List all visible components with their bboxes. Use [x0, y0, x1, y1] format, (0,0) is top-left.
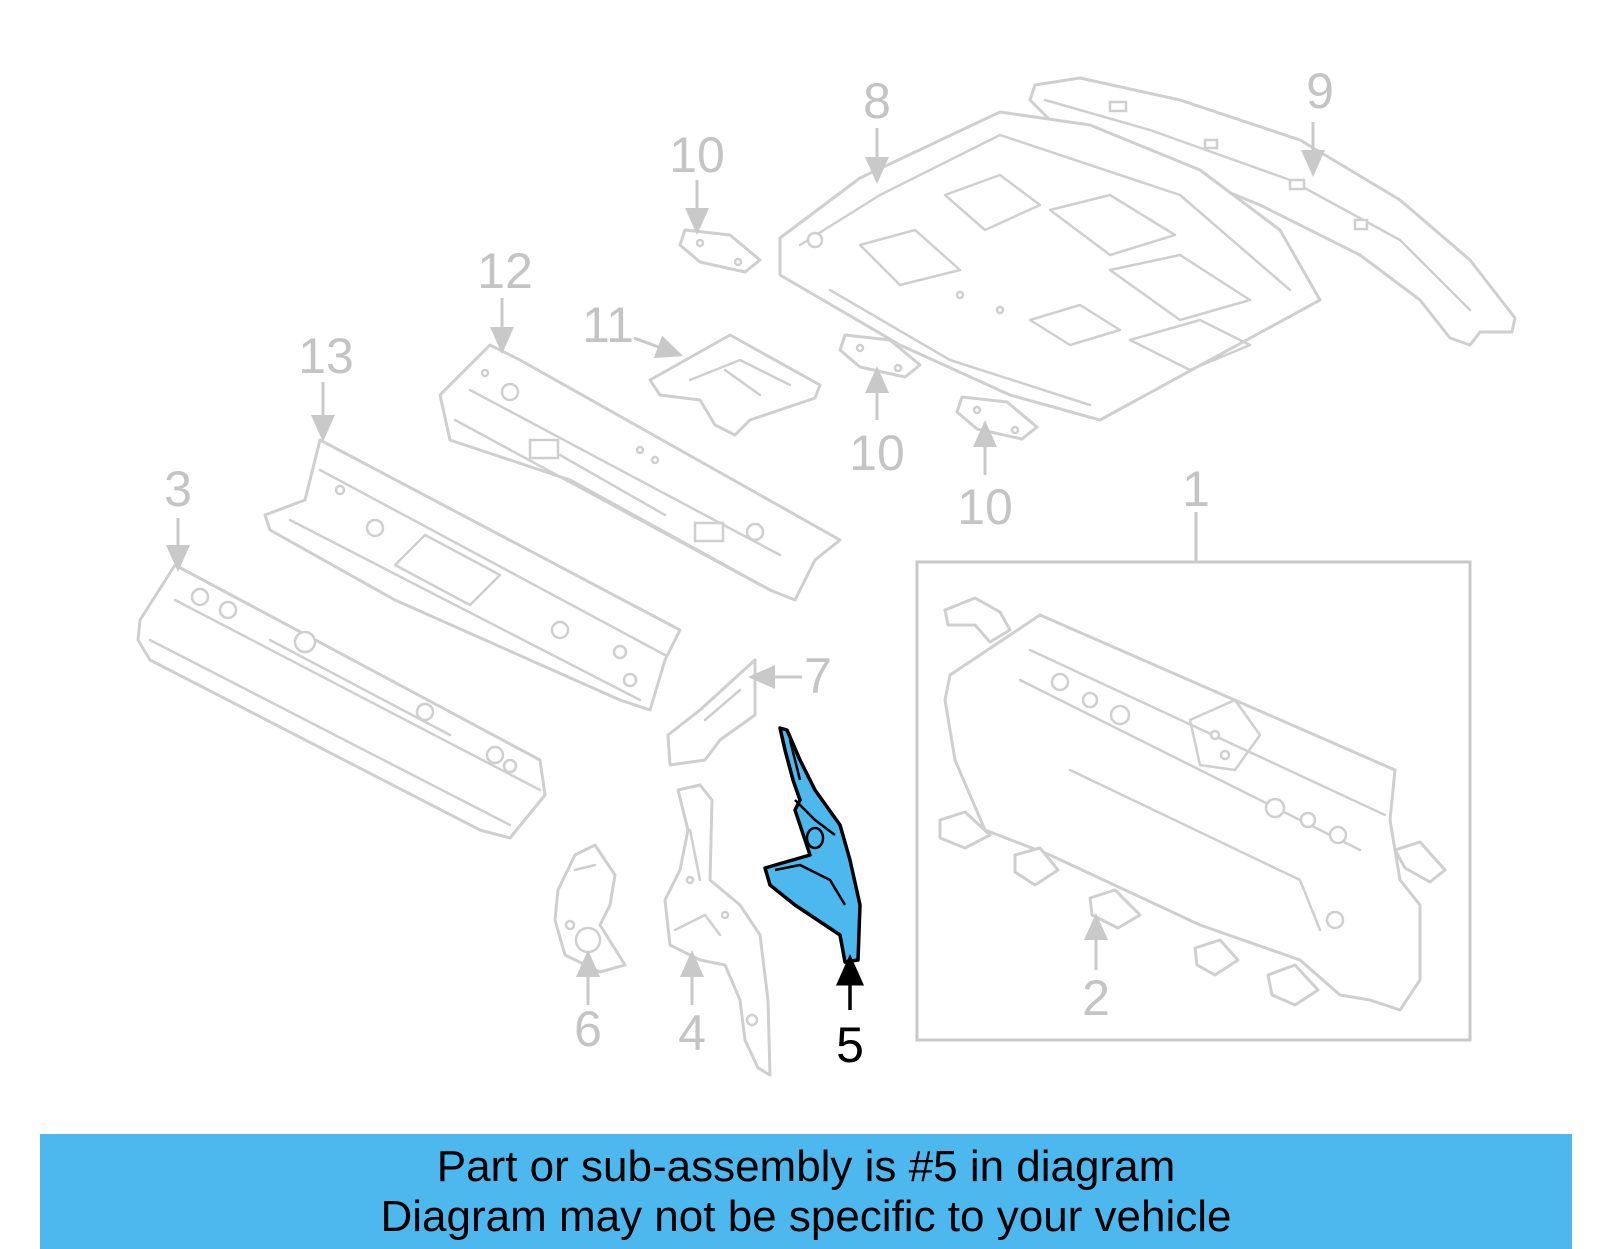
callout-7: 7 [804, 648, 832, 704]
part-12-cross-member [438, 343, 842, 602]
part-11-bracket [648, 333, 822, 437]
callout-10-top: 10 [669, 127, 725, 183]
part-13-cross-member [263, 438, 682, 712]
banner-line-2: Diagram may not be specific to your vehi… [380, 1191, 1232, 1241]
callout-5: 5 [836, 1017, 864, 1073]
callout-3: 3 [164, 461, 192, 517]
callout-10-right: 10 [957, 479, 1013, 535]
part-10-bracket-c [955, 395, 1039, 441]
callout-1: 1 [1182, 461, 1210, 517]
callout-9: 9 [1306, 63, 1334, 119]
callout-labels: 9 8 10 12 11 13 3 10 10 1 7 6 4 2 5 [164, 63, 1334, 1073]
part-9-rail [1028, 76, 1517, 347]
part-3-cross-member [136, 563, 547, 840]
part-7-bracket [666, 658, 757, 767]
part-1-assembly-box [915, 560, 1472, 1042]
callout-4: 4 [678, 1005, 706, 1061]
part-6-bracket [553, 843, 627, 974]
part-10-bracket-b [838, 333, 922, 379]
info-banner: Part or sub-assembly is #5 in diagram Di… [40, 1134, 1572, 1249]
callout-11: 11 [582, 297, 634, 353]
callout-10-mid: 10 [849, 425, 905, 481]
callout-6: 6 [574, 1001, 602, 1057]
callout-arrows [166, 122, 1325, 1010]
callout-12: 12 [477, 243, 533, 299]
part-4-side-panel [663, 783, 772, 1077]
part-10-bracket-a [678, 228, 762, 274]
callout-2: 2 [1082, 970, 1110, 1026]
part-5-highlighted[interactable] [763, 726, 862, 964]
part-8-shelf-panel [778, 110, 1322, 422]
banner-line-1: Part or sub-assembly is #5 in diagram [436, 1141, 1176, 1191]
callout-8: 8 [863, 73, 891, 129]
callout-13: 13 [298, 328, 354, 384]
